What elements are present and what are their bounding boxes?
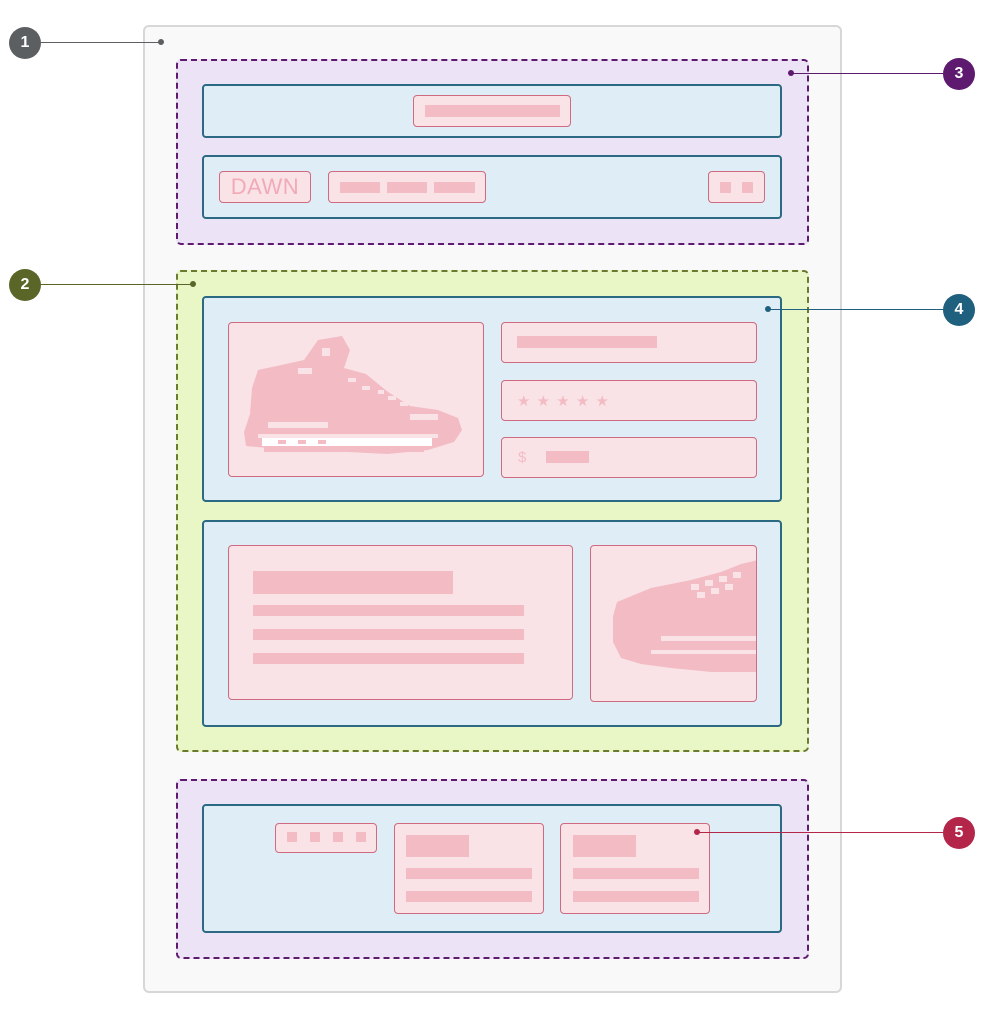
- payment-icon-placeholder: [333, 832, 343, 842]
- callout-leader-2: [41, 284, 193, 285]
- side-image-block: [590, 545, 757, 702]
- shoe-image: [244, 336, 462, 454]
- callout-marker-5: 5: [943, 817, 975, 849]
- footer-link-placeholder: [573, 868, 699, 879]
- nav-item-placeholder: [387, 182, 427, 193]
- callout-anchor-2: [190, 281, 196, 287]
- footer-link-placeholder: [573, 891, 699, 902]
- text-line-placeholder: [253, 653, 524, 664]
- payment-icon-placeholder: [287, 832, 297, 842]
- payment-icon-placeholder: [310, 832, 320, 842]
- callout-anchor-3: [788, 70, 794, 76]
- callout-anchor-1: [158, 39, 164, 45]
- footer-link-placeholder: [406, 868, 532, 879]
- footer-heading-placeholder: [573, 835, 636, 857]
- product-price-placeholder: [546, 451, 589, 463]
- text-block: [228, 545, 573, 700]
- header-icons-block: [708, 171, 765, 203]
- text-line-placeholder: [253, 629, 524, 640]
- callout-leader-5: [697, 832, 943, 833]
- rating-stars: ★ ★ ★ ★ ★: [517, 393, 610, 410]
- callout-leader-1: [41, 42, 161, 43]
- callout-anchor-4: [765, 306, 771, 312]
- callout-leader-3: [791, 73, 943, 74]
- nav-item-placeholder: [340, 182, 380, 193]
- nav-item-placeholder: [434, 182, 475, 193]
- callout-marker-2: 2: [9, 269, 41, 301]
- callout-anchor-5: [694, 829, 700, 835]
- callout-leader-4: [769, 309, 943, 310]
- callout-marker-3: 3: [943, 58, 975, 90]
- payment-icon-placeholder: [356, 832, 366, 842]
- footer-link-placeholder: [406, 891, 532, 902]
- text-line-placeholder: [253, 605, 524, 616]
- callout-marker-4: 4: [943, 294, 975, 326]
- heading-placeholder: [253, 571, 453, 594]
- product-price-block: [501, 437, 757, 478]
- header-icon-placeholder: [720, 182, 731, 193]
- announcement-text-placeholder: [425, 105, 560, 117]
- logo-block: DAWN: [219, 171, 311, 203]
- callout-marker-1: 1: [9, 27, 41, 59]
- currency-symbol: $: [518, 448, 527, 466]
- product-title-placeholder: [517, 336, 657, 348]
- footer-heading-placeholder: [406, 835, 469, 857]
- header-icon-placeholder: [742, 182, 753, 193]
- shoe-closeup-image: [613, 560, 756, 672]
- product-rating-block: [501, 380, 757, 421]
